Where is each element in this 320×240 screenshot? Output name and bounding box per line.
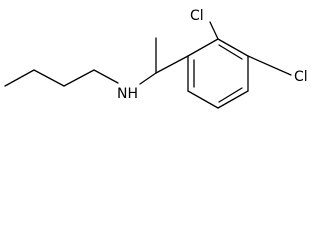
chlorine-bonds	[209, 21, 292, 76]
bond-c3-c4	[63, 69, 95, 87]
atom-label-cl-ortho: Cl	[190, 8, 204, 24]
bond-ring-cl-para	[247, 55, 292, 76]
ring-bond-5	[187, 90, 219, 109]
ethyl-linker	[139, 37, 189, 85]
bond-c2-c3	[33, 69, 65, 87]
ring-bond-1	[187, 38, 219, 57]
ring-bond-2	[217, 38, 249, 57]
chemical-structure-diagram: Cl Cl NH	[4, 8, 308, 109]
butyl-chain	[4, 69, 119, 87]
benzene-ring	[187, 38, 249, 109]
ring-double-bond-inner-2	[218, 87, 243, 103]
bond-c4-n	[93, 69, 119, 84]
ring-bond-4	[217, 90, 249, 109]
bond-ring-cl-ortho	[209, 21, 219, 40]
atom-label-nh: NH	[117, 86, 138, 102]
bond-ch-ring	[155, 55, 189, 74]
bond-c1-c2	[4, 69, 35, 87]
ring-double-bond-inner-1	[218, 44, 243, 60]
bond-n-ch	[139, 72, 157, 85]
atom-label-cl-para: Cl	[294, 69, 308, 85]
